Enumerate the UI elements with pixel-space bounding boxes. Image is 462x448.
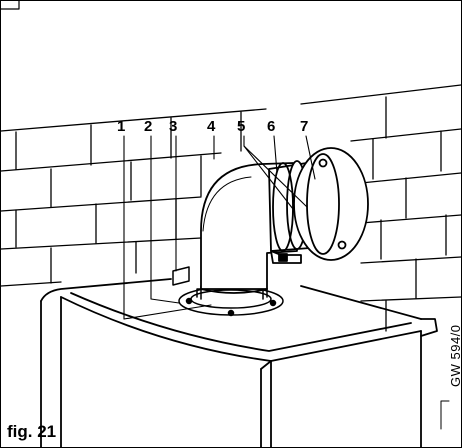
flue-adapter-flange (172, 266, 284, 317)
callout-3: 3 (169, 118, 178, 135)
brick-wall (1, 84, 461, 332)
leader-lines (123, 135, 316, 320)
wall-terminal-plate (293, 147, 369, 261)
reference-code: GW 594/0 (448, 324, 462, 387)
figure-caption: fig. 21 (7, 422, 57, 441)
boiler-casing (40, 278, 438, 447)
callout-1: 1 (117, 118, 126, 135)
callout-6: 6 (267, 118, 276, 135)
callout-4: 4 (207, 118, 216, 135)
callout-7: 7 (300, 118, 309, 135)
callout-2: 2 (144, 118, 153, 135)
callout-5: 5 (237, 118, 246, 135)
